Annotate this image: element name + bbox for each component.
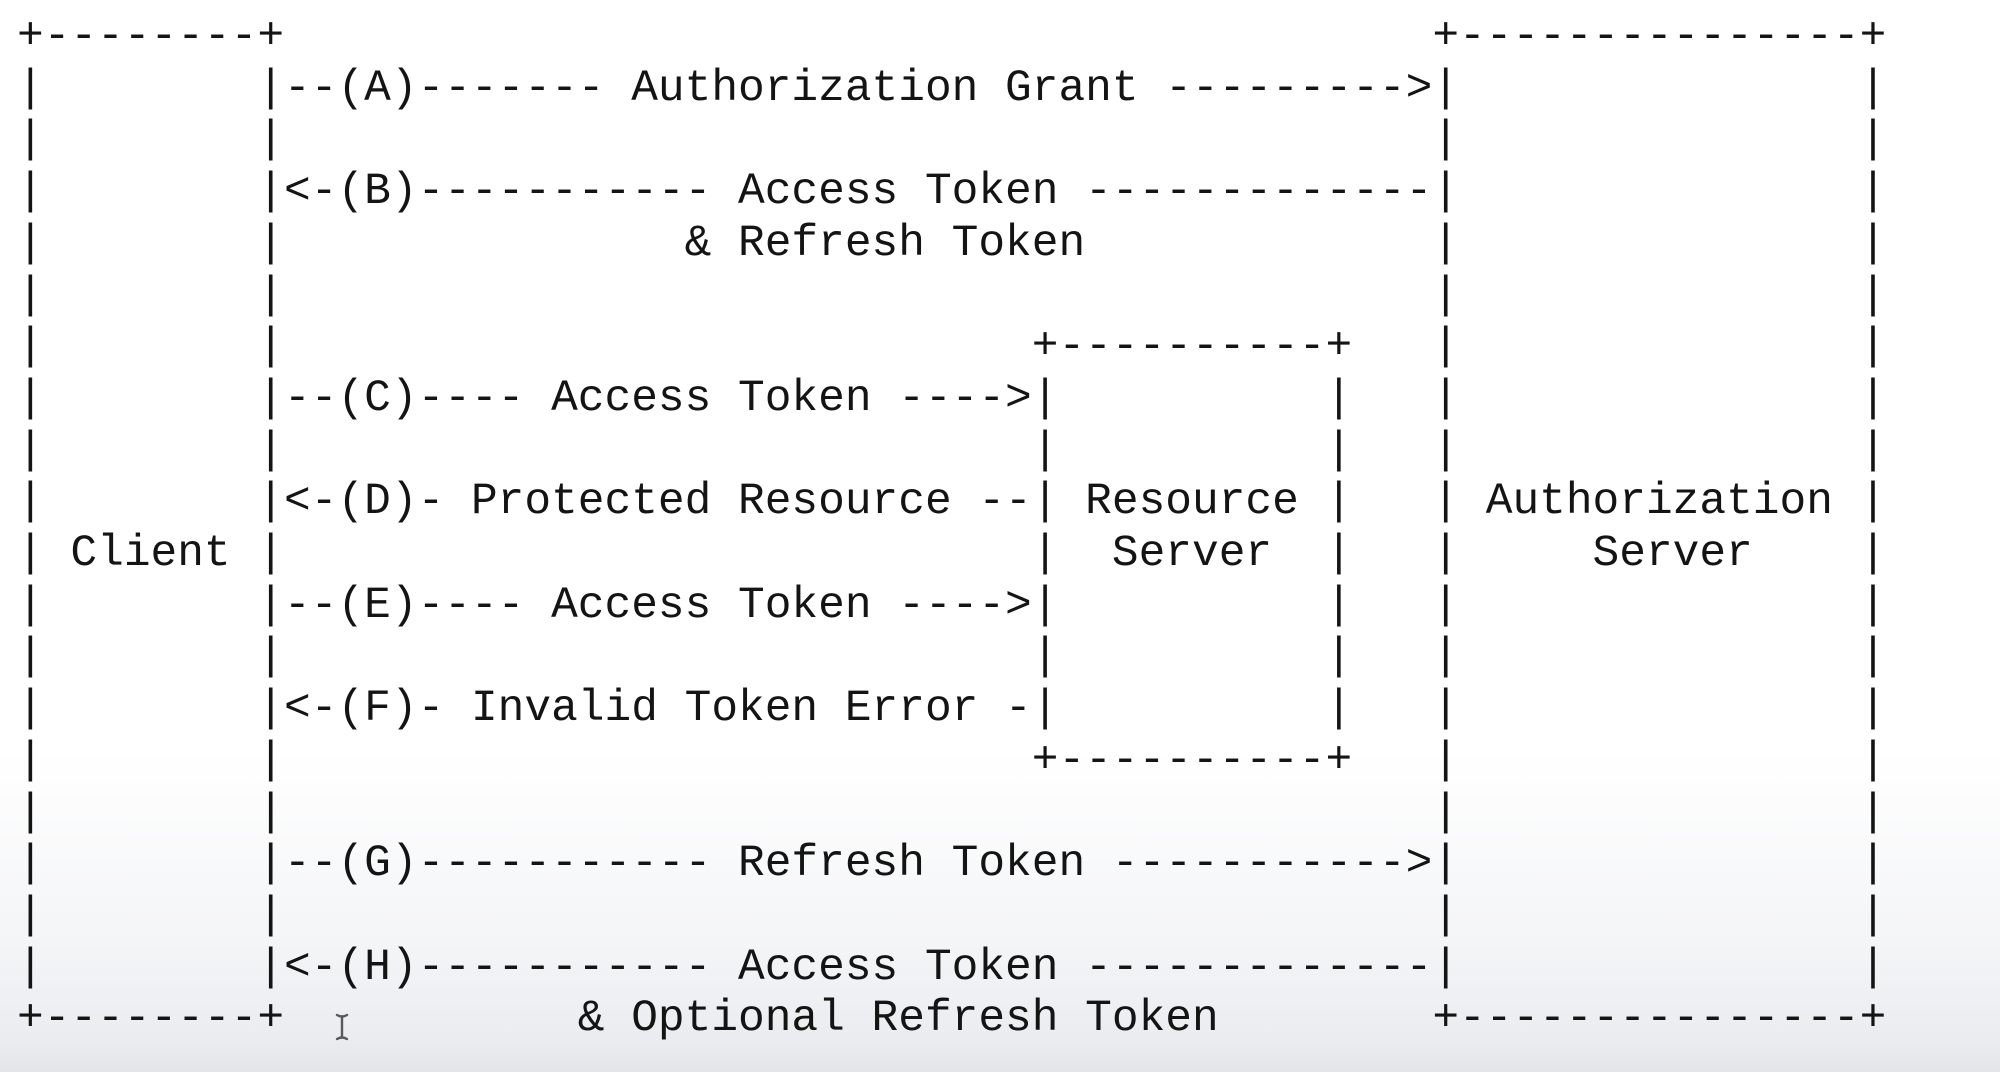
text-cursor-icon: [335, 1013, 349, 1041]
oauth-ascii-flow-diagram: +--------+ +---------------+ | |--(A)---…: [17, 12, 1887, 1045]
